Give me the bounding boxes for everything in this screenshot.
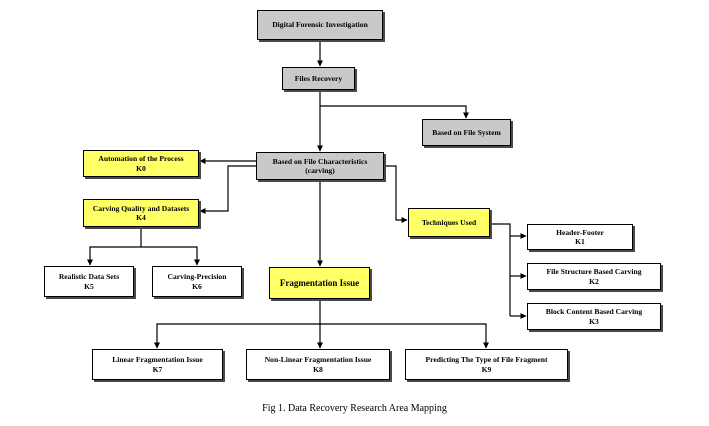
node-files-recovery: Files Recovery bbox=[282, 67, 355, 90]
node-label: File Structure Based Carving bbox=[546, 267, 642, 277]
node-based-on-file-system: Based on File System bbox=[422, 119, 511, 146]
node-label: Carving-Precision bbox=[167, 272, 227, 282]
link-techniques-out bbox=[490, 223, 511, 316]
node-label: Realistic Data Sets bbox=[58, 272, 120, 282]
node-label: Techniques Used bbox=[421, 217, 477, 227]
node-code: K8 bbox=[313, 364, 323, 374]
node-techniques-used: Techniques Used bbox=[408, 208, 490, 237]
node-digital-forensic-investigation: Digital Forensic Investigation bbox=[257, 10, 383, 40]
node-based-on-file-characteristics: Based on File Characteristics (carving) bbox=[256, 152, 384, 180]
link-quality-to-realistic bbox=[87, 246, 141, 266]
node-non-linear-fragmentation-issue: Non-Linear Fragmentation Issue K8 bbox=[246, 349, 390, 380]
node-realistic-data-sets: Realistic Data Sets K5 bbox=[44, 266, 134, 297]
node-label: Carving Quality and Datasets bbox=[92, 203, 190, 213]
node-fragmentation-issue: Fragmentation Issue bbox=[269, 267, 370, 299]
node-code: K4 bbox=[136, 213, 146, 222]
node-carving-precision: Carving-Precision K6 bbox=[152, 266, 242, 297]
link-quality-to-precision bbox=[141, 246, 200, 266]
link-fragmentation-to-predicting bbox=[320, 323, 489, 349]
link-fragmentation-to-linear bbox=[154, 323, 320, 349]
node-label: Block Content Based Carving bbox=[545, 307, 643, 317]
node-code: K5 bbox=[84, 281, 94, 291]
node-code: K0 bbox=[136, 163, 146, 173]
node-label: Based on File Characteristics bbox=[272, 156, 368, 166]
node-file-structure-based-carving: File Structure Based Carving K2 bbox=[527, 263, 661, 290]
node-label: Automation of the Process bbox=[98, 154, 184, 164]
node-predicting-file-fragment-type: Predicting The Type of File Fragment K9 bbox=[405, 349, 568, 380]
node-linear-fragmentation-issue: Linear Fragmentation Issue K7 bbox=[92, 349, 223, 380]
node-automation-of-the-process: Automation of the Process K0 bbox=[83, 150, 199, 177]
node-label: Header-Footer bbox=[556, 227, 604, 237]
node-code: K2 bbox=[589, 276, 599, 286]
node-code: K9 bbox=[481, 364, 492, 374]
node-code: K7 bbox=[152, 364, 163, 374]
node-label: Non-Linear Fragmentation Issue bbox=[264, 355, 372, 365]
link-recovery-to-filesystem bbox=[320, 105, 469, 119]
figure-caption: Fig 1. Data Recovery Research Area Mappi… bbox=[262, 403, 447, 414]
node-label: Based on File System bbox=[432, 127, 501, 137]
node-label: Files Recovery bbox=[294, 73, 343, 83]
node-code: K1 bbox=[575, 237, 585, 246]
node-block-content-based-carving: Block Content Based Carving K3 bbox=[527, 303, 661, 330]
node-label: Linear Fragmentation Issue bbox=[112, 355, 203, 365]
link-characteristics-to-quality bbox=[199, 165, 256, 214]
node-code: K6 bbox=[192, 281, 202, 291]
node-label: Fragmentation Issue bbox=[279, 277, 360, 288]
node-carving-quality-and-datasets: Carving Quality and Datasets K4 bbox=[83, 199, 199, 227]
link-characteristics-to-techniques bbox=[384, 165, 408, 223]
node-code: K3 bbox=[589, 316, 599, 326]
node-sublabel: (carving) bbox=[305, 166, 335, 175]
node-label: Predicting The Type of File Fragment bbox=[425, 355, 548, 365]
node-label: Digital Forensic Investigation bbox=[272, 20, 368, 30]
node-header-footer: Header-Footer K1 bbox=[527, 224, 633, 250]
